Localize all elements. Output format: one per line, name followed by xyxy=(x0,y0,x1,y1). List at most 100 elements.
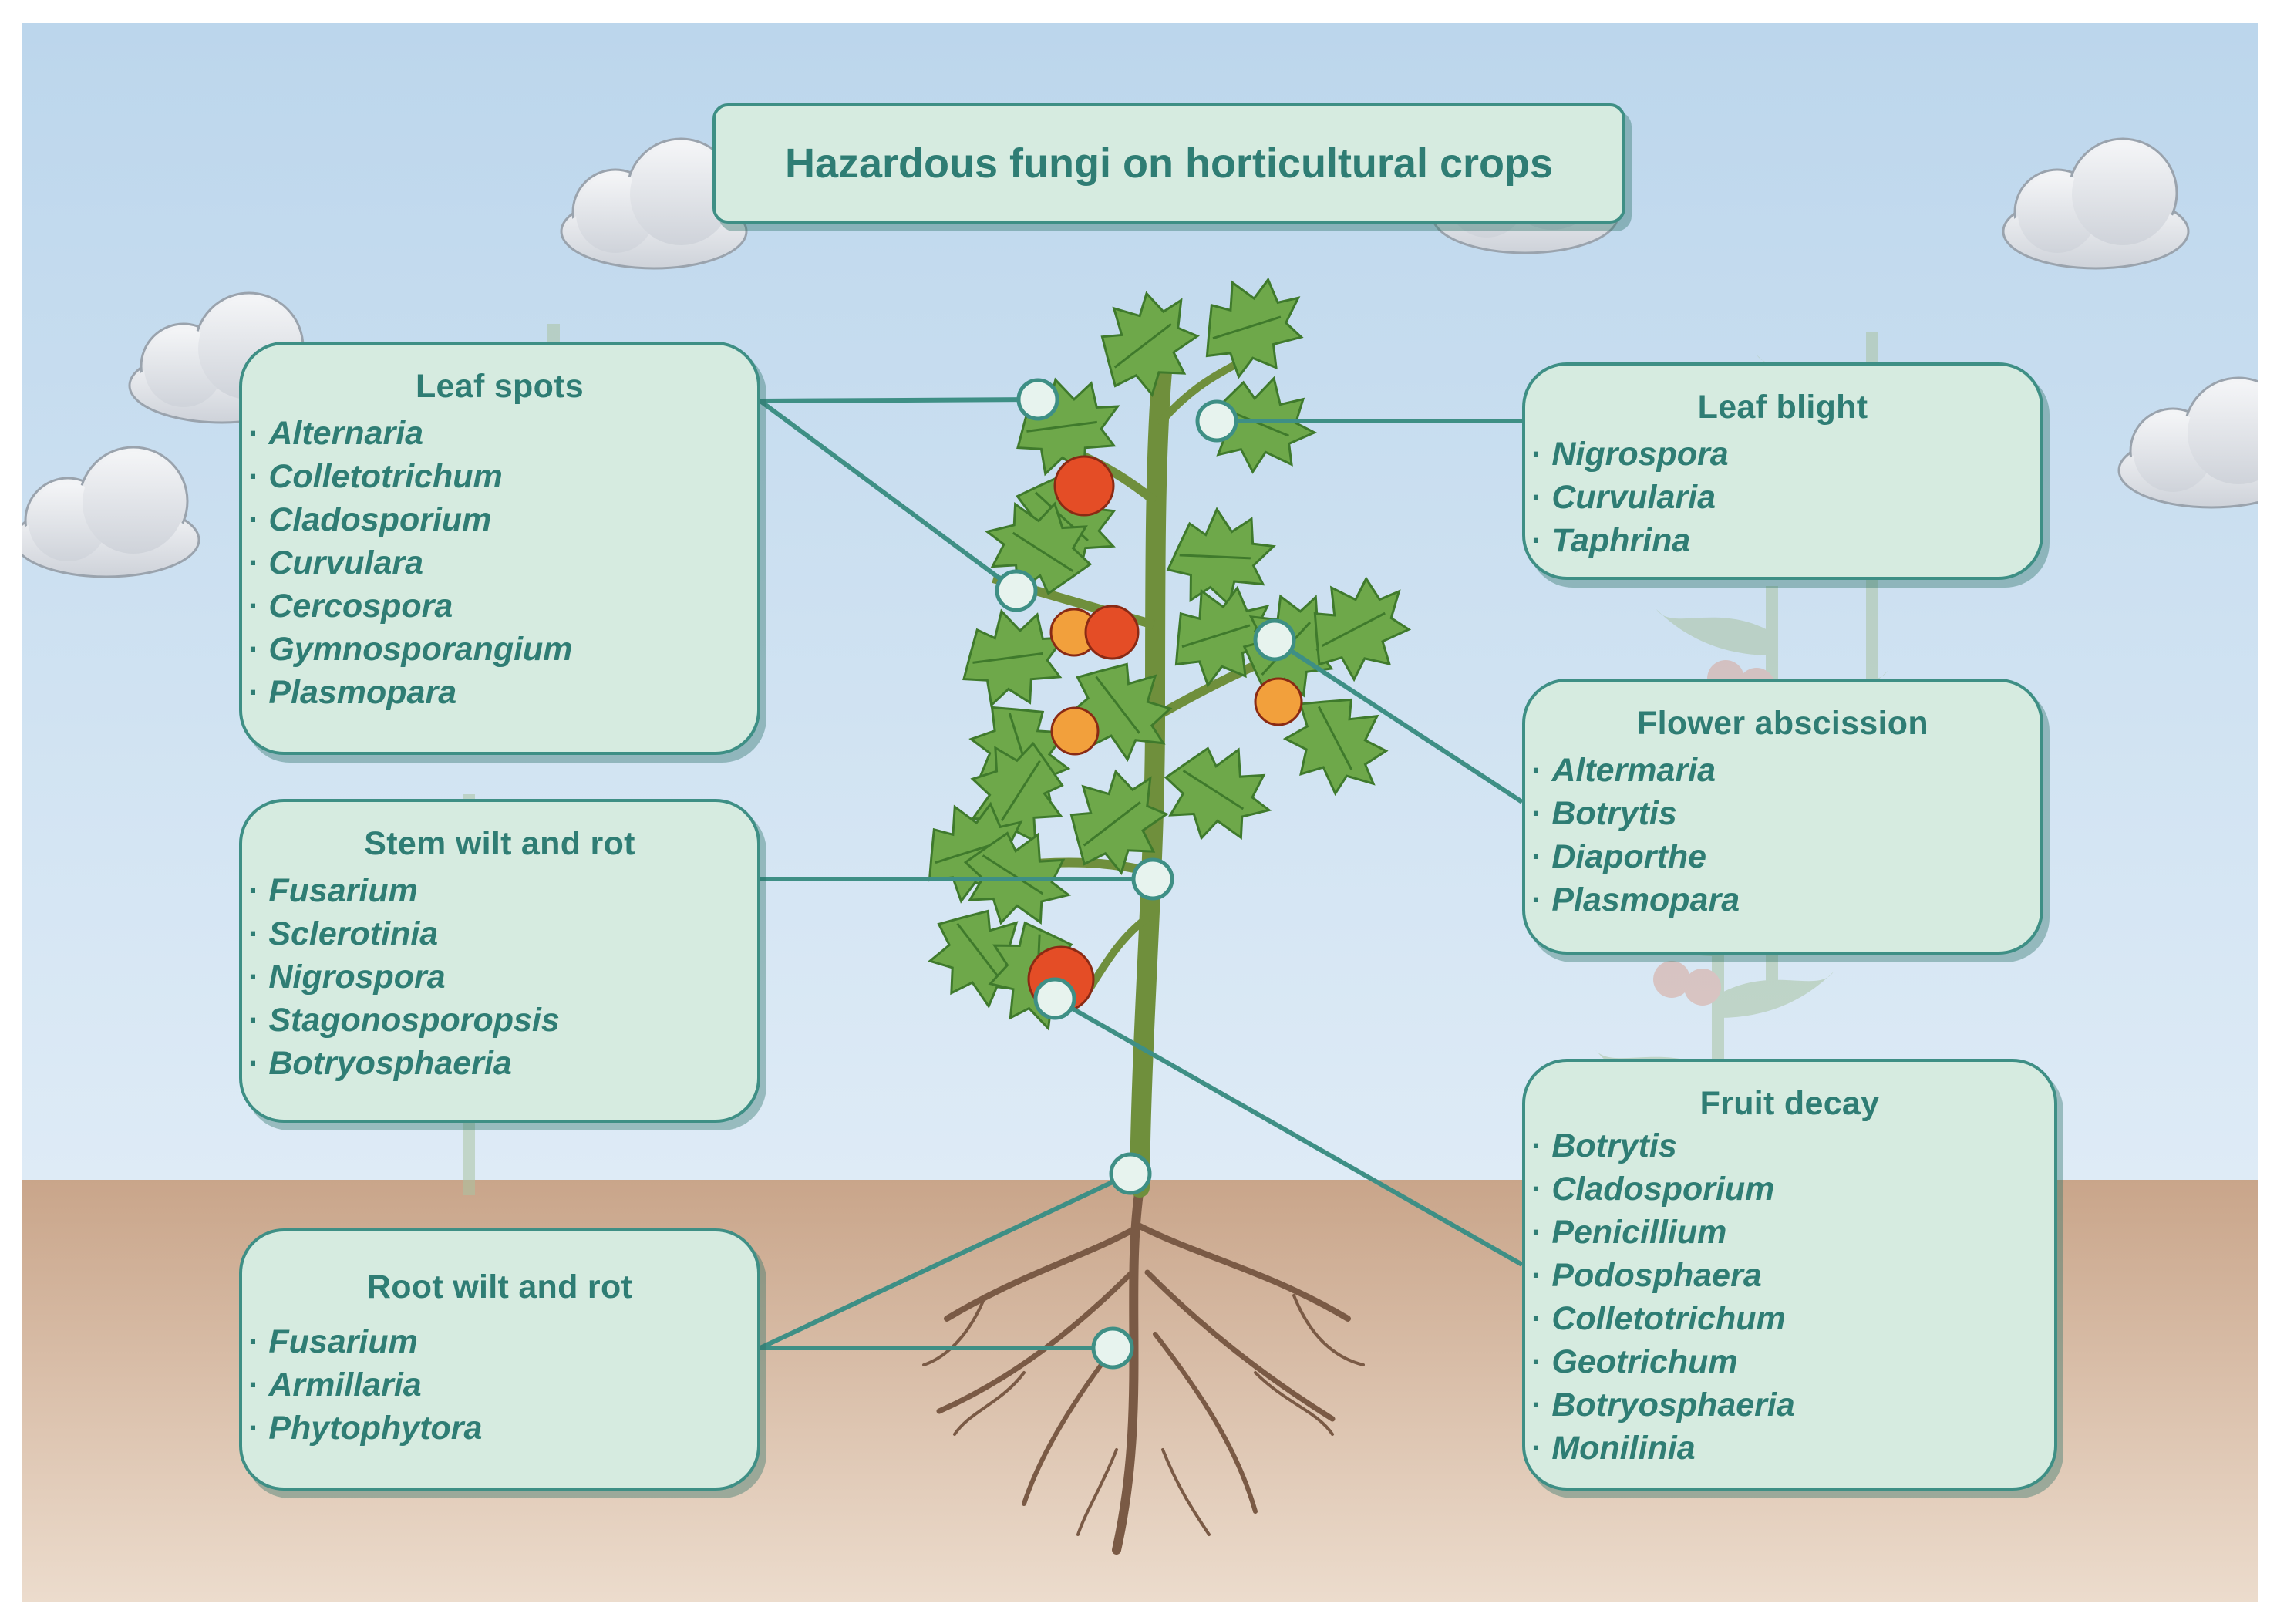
bullet-icon: · xyxy=(1531,1127,1543,1164)
bullet-icon: · xyxy=(1531,1386,1543,1424)
leaf-blight-box: Leaf blight ·Nigrospora·Curvularia·Taphr… xyxy=(1522,362,2043,580)
root-wilt-list: ·Fusarium·Armillaria·Phytophytora xyxy=(242,1320,757,1450)
fungus-name: Fusarium xyxy=(268,872,418,909)
bullet-icon: · xyxy=(1531,1430,1543,1467)
bullet-icon: · xyxy=(248,872,260,909)
leaf-spots-title: Leaf spots xyxy=(415,368,584,405)
fungus-name: Plasmopara xyxy=(1551,881,1740,918)
bullet-icon: · xyxy=(248,1045,260,1082)
fungus-list-item: ·Cercospora xyxy=(248,585,757,628)
title-banner: Hazardous fungi on horticultural crops xyxy=(712,103,1625,224)
connector-node-icon xyxy=(1091,1326,1134,1370)
diagram-title: Hazardous fungi on horticultural crops xyxy=(784,140,1554,187)
bullet-icon: · xyxy=(1531,795,1543,832)
fungus-list-item: ·Podosphaera xyxy=(1531,1254,2054,1297)
bullet-icon: · xyxy=(248,674,260,711)
bullet-icon: · xyxy=(248,631,260,668)
flower-abscission-list: ·Altermaria·Botrytis·Diaporthe·Plasmopar… xyxy=(1525,749,2040,922)
fungus-list-item: ·Alternaria xyxy=(248,412,757,455)
fungus-list-item: ·Phytophytora xyxy=(248,1407,757,1450)
fungus-list-item: ·Stagonosporopsis xyxy=(248,999,757,1042)
bullet-icon: · xyxy=(248,1366,260,1403)
bullet-icon: · xyxy=(248,588,260,625)
stem-wilt-list: ·Fusarium·Sclerotinia·Nigrospora·Stagono… xyxy=(242,869,757,1085)
fruit-decay-title: Fruit decay xyxy=(1699,1085,1880,1122)
connector-node-icon xyxy=(1033,977,1076,1020)
fungus-name: Sclerotinia xyxy=(268,915,439,952)
fungus-name: Taphrina xyxy=(1551,522,1691,559)
fungus-list-item: ·Fusarium xyxy=(248,1320,757,1363)
connector-lines xyxy=(759,397,1524,1350)
connector-node-icon xyxy=(1195,399,1238,443)
bullet-icon: · xyxy=(1531,1171,1543,1208)
flower-abscission-box: Flower abscission ·Altermaria·Botrytis·D… xyxy=(1522,679,2043,955)
fungus-list-item: ·Armillaria xyxy=(248,1363,757,1407)
fungus-list-item: ·Botrytis xyxy=(1531,792,2040,835)
fungus-name: Monilinia xyxy=(1551,1430,1696,1467)
bullet-icon: · xyxy=(1531,479,1543,516)
connector-node-icon xyxy=(1109,1152,1152,1195)
fungus-list-item: ·Diaporthe xyxy=(1531,835,2040,878)
fungus-list-item: ·Altermaria xyxy=(1531,749,2040,792)
fungus-list-item: ·Botryosphaeria xyxy=(1531,1383,2054,1427)
leaf-spots-box: Leaf spots ·Alternaria·Colletotrichum·Cl… xyxy=(239,342,760,755)
stem xyxy=(1130,352,1173,1198)
fungus-name: Botryosphaeria xyxy=(268,1045,512,1082)
flower-abscission-title: Flower abscission xyxy=(1637,705,1928,742)
connector-node-icon xyxy=(1016,378,1059,421)
fungus-name: Nigrospora xyxy=(1551,436,1729,473)
fungus-list-item: ·Taphrina xyxy=(1531,519,2040,562)
fungus-list-item: ·Colletotrichum xyxy=(248,455,757,498)
root-wilt-box: Root wilt and rot ·Fusarium·Armillaria·P… xyxy=(239,1228,760,1491)
fungus-list-item: ·Nigrospora xyxy=(248,955,757,999)
fungus-name: Penicillium xyxy=(1551,1214,1727,1251)
infographic-scene: Hazardous fungi on horticultural crops L… xyxy=(22,23,2258,1602)
bullet-icon: · xyxy=(248,415,260,452)
leaf-spots-list: ·Alternaria·Colletotrichum·Cladosporium·… xyxy=(242,412,757,714)
leaf-blight-title: Leaf blight xyxy=(1697,389,1868,426)
fungus-name: Fusarium xyxy=(268,1323,418,1360)
fungus-list-item: ·Nigrospora xyxy=(1531,433,2040,476)
bullet-icon: · xyxy=(1531,1300,1543,1337)
fungus-name: Curvularia xyxy=(1551,479,1716,516)
bullet-icon: · xyxy=(1531,522,1543,559)
fungus-list-item: ·Botrytis xyxy=(1531,1124,2054,1167)
fungus-name: Botrytis xyxy=(1551,1127,1677,1164)
fungus-name: Phytophytora xyxy=(268,1410,483,1447)
fungus-list-item: ·Plasmopara xyxy=(1531,878,2040,922)
fungus-name: Plasmopara xyxy=(268,674,457,711)
bullet-icon: · xyxy=(1531,1343,1543,1380)
fungus-name: Colletotrichum xyxy=(268,458,503,495)
bullet-icon: · xyxy=(1531,1257,1543,1294)
fungus-list-item: ·Gymnosporangium xyxy=(248,628,757,671)
fungus-list-item: ·Monilinia xyxy=(1531,1427,2054,1470)
fungus-name: Podosphaera xyxy=(1551,1257,1762,1294)
fungus-name: Botrytis xyxy=(1551,795,1677,832)
bullet-icon: · xyxy=(248,544,260,581)
bullet-icon: · xyxy=(248,915,260,952)
fruit-decay-list: ·Botrytis·Cladosporium·Penicillium·Podos… xyxy=(1525,1124,2054,1470)
fungus-list-item: ·Sclerotinia xyxy=(248,912,757,955)
fungus-name: Cladosporium xyxy=(1551,1171,1775,1208)
fungus-list-item: ·Plasmopara xyxy=(248,671,757,714)
fungus-name: Diaporthe xyxy=(1551,838,1707,875)
fungus-name: Gymnosporangium xyxy=(268,631,573,668)
fungus-name: Cercospora xyxy=(268,588,453,625)
fungus-list-item: ·Penicillium xyxy=(1531,1211,2054,1254)
bullet-icon: · xyxy=(1531,881,1543,918)
fungus-list-item: ·Fusarium xyxy=(248,869,757,912)
bullet-icon: · xyxy=(1531,838,1543,875)
fungus-name: Colletotrichum xyxy=(1551,1300,1786,1337)
bullet-icon: · xyxy=(248,1002,260,1039)
leaf-blight-list: ·Nigrospora·Curvularia·Taphrina xyxy=(1525,433,2040,562)
bullet-icon: · xyxy=(248,1323,260,1360)
fungus-list-item: ·Colletotrichum xyxy=(1531,1297,2054,1340)
fungus-list-item: ·Geotrichum xyxy=(1531,1340,2054,1383)
bullet-icon: · xyxy=(248,959,260,996)
stem-wilt-title: Stem wilt and rot xyxy=(364,825,635,862)
fungus-name: Alternaria xyxy=(268,415,424,452)
fungus-name: Curvulara xyxy=(268,544,424,581)
bullet-icon: · xyxy=(1531,752,1543,789)
fungus-list-item: ·Botryosphaeria xyxy=(248,1042,757,1085)
fungus-name: Geotrichum xyxy=(1551,1343,1738,1380)
